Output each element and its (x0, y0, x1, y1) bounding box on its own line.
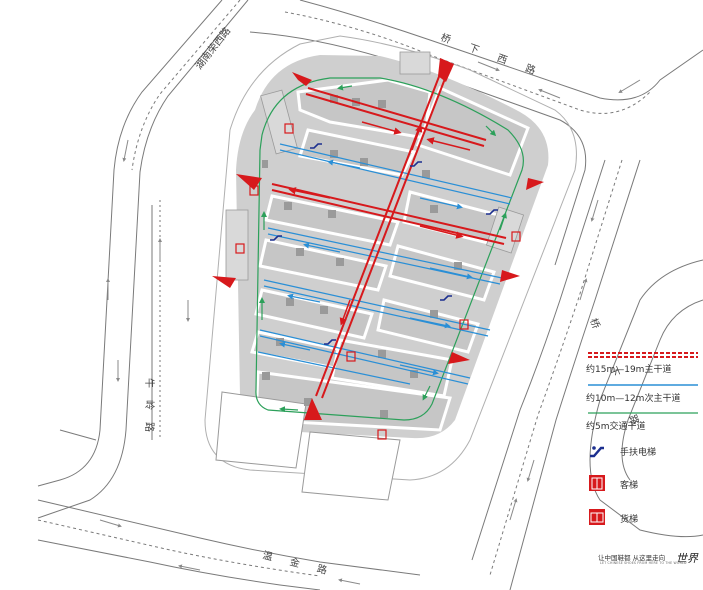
entrance-arrow-icon (448, 352, 470, 364)
entrance-arrows (212, 58, 544, 420)
secondary-road-swatch (588, 384, 698, 386)
entrance-arrow-icon (526, 178, 544, 190)
entrance-arrow-icon (212, 276, 236, 288)
passenger-elevator-icon (249, 185, 259, 196)
traffic-road-loop (255, 77, 524, 421)
legend-traffic-road: 约5m交通干道 (586, 408, 701, 434)
legend-passenger-elevator: 客梯 (586, 474, 701, 500)
slogan-sub: LET CHINESE SHOES FROM HERE TO THE WORLD (600, 561, 687, 565)
passenger-elevator-icon (346, 351, 356, 362)
escalator-icon (588, 442, 606, 460)
legend-passenger-elevator-label: 客梯 (620, 481, 639, 491)
escalator-markers (270, 143, 498, 345)
legend-main-road-label: 约15m—19m主干道 (586, 365, 672, 375)
entrance-arrow-icon (500, 270, 520, 282)
road-label-north-east: 桥下西路 (439, 31, 556, 84)
passenger-elevator-icon (235, 243, 245, 254)
passenger-elevator-icon (284, 123, 294, 134)
legend-escalator-label: 手扶电梯 (620, 448, 657, 458)
escalator-icon (310, 143, 322, 149)
escalator-icon (440, 295, 452, 301)
legend-secondary-road-label: 约10m—12m次主干道 (586, 394, 681, 404)
road-label-west: 牛岭路 (143, 378, 156, 444)
passenger-elevator-icon (588, 474, 606, 492)
freight-elevator-icon (377, 429, 387, 440)
secondary-roads (257, 143, 513, 385)
legend-secondary-road: 约10m—12m次主干道 (586, 380, 701, 406)
escalator-icon (324, 339, 336, 345)
slogan-main: 让中国鞋都 从这里走向 (598, 554, 666, 562)
legend-freight-elevator: 货梯 (586, 508, 701, 534)
road-label-north-west: 湖南荣西路 (192, 24, 233, 71)
traffic-road-swatch (588, 412, 698, 414)
road-label-south: 温金路 (261, 548, 346, 581)
escalator-icon (486, 209, 498, 215)
building-blocks (215, 51, 549, 501)
entrance-arrow-icon (292, 72, 312, 86)
elevator-markers (235, 123, 521, 440)
escalator-icon (410, 161, 422, 167)
freight-elevator-icon (588, 508, 606, 526)
main-roads (271, 73, 507, 399)
escalator-icon (270, 235, 282, 241)
street-direction-arrows (99, 61, 641, 585)
freight-elevator-icon (511, 231, 521, 242)
entrance-arrow-icon (304, 398, 322, 420)
legend-traffic-road-label: 约5m交通干道 (586, 422, 646, 432)
legend-main-road: 约15m—19m主干道 (586, 350, 701, 376)
freight-elevator-icon (459, 319, 469, 330)
slogan-signature: 世界 (676, 552, 698, 565)
legend-freight-elevator-label: 货梯 (620, 515, 639, 525)
main-road-swatch (588, 352, 698, 358)
legend-escalator: 手扶电梯 (586, 440, 701, 466)
entrance-arrow-icon (438, 58, 454, 82)
